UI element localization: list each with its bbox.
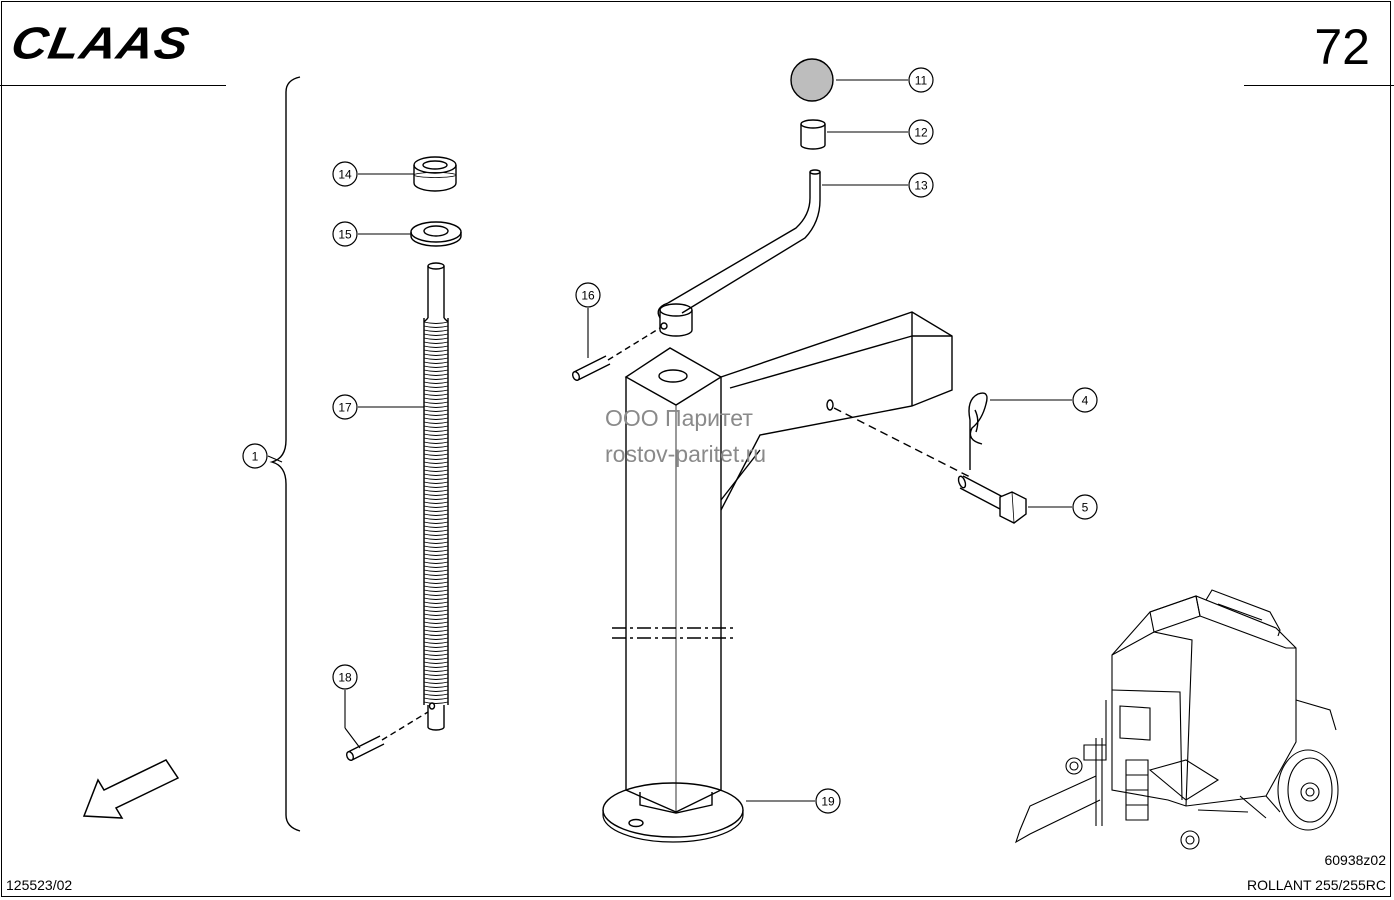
bolt-part <box>957 475 1027 524</box>
jack-stand-body-part <box>602 311 973 843</box>
callout-15: 15 <box>332 221 358 247</box>
callout-19: 19 <box>815 788 841 814</box>
watermark-line-1: ООО Паритет <box>605 405 753 431</box>
knob-ball-part <box>790 58 834 102</box>
header-rule-left <box>0 85 226 86</box>
watermark-line-2: rostov-paritet.ru <box>605 441 767 467</box>
figure-reference: 60938z02 <box>1324 852 1386 868</box>
crank-handle-part <box>657 169 821 337</box>
assembly-bracket <box>269 76 301 832</box>
callout-number: 14 <box>338 168 352 182</box>
callout-number: 13 <box>914 179 928 193</box>
callout-number: 15 <box>338 228 352 242</box>
pin-part-16 <box>571 327 661 381</box>
callout-5: 5 <box>1072 494 1098 520</box>
callout-number: 19 <box>821 795 835 809</box>
page-number: 72 <box>1314 19 1370 75</box>
callout-number: 17 <box>338 401 352 415</box>
leader-lines <box>267 79 1072 802</box>
header-rule-right <box>1244 85 1394 86</box>
callout-number: 12 <box>914 126 928 140</box>
callout-16: 16 <box>575 282 601 308</box>
callout-number: 11 <box>915 74 928 88</box>
baler-overview-icon <box>1015 589 1339 850</box>
callout-13: 13 <box>908 172 934 198</box>
callout-number: 16 <box>581 289 595 303</box>
callout-number: 1 <box>252 450 259 464</box>
model-name: ROLLANT 255/255RC <box>1246 877 1386 893</box>
callout-4: 4 <box>1072 387 1098 413</box>
washer-part <box>410 221 462 247</box>
pin-part-18 <box>345 711 429 761</box>
callout-number: 5 <box>1082 501 1089 515</box>
callout-number: 18 <box>338 671 352 685</box>
callout-12: 12 <box>908 119 934 145</box>
watermark: ООО Паритет rostov-paritet.ru <box>605 400 766 472</box>
callout-18: 18 <box>332 664 358 690</box>
callout-number: 4 <box>1082 394 1089 408</box>
bearing-part <box>413 156 457 192</box>
callout-1: 1 <box>242 443 268 469</box>
callout-11: 11 <box>908 67 934 93</box>
callout-14: 14 <box>332 161 358 187</box>
callout-17: 17 <box>332 394 358 420</box>
threaded-spindle-part <box>423 262 449 731</box>
direction-arrow-icon <box>82 759 180 819</box>
sleeve-part <box>800 119 826 150</box>
spring-clip-part <box>968 392 988 470</box>
document-id: 125523/02 <box>6 877 73 893</box>
